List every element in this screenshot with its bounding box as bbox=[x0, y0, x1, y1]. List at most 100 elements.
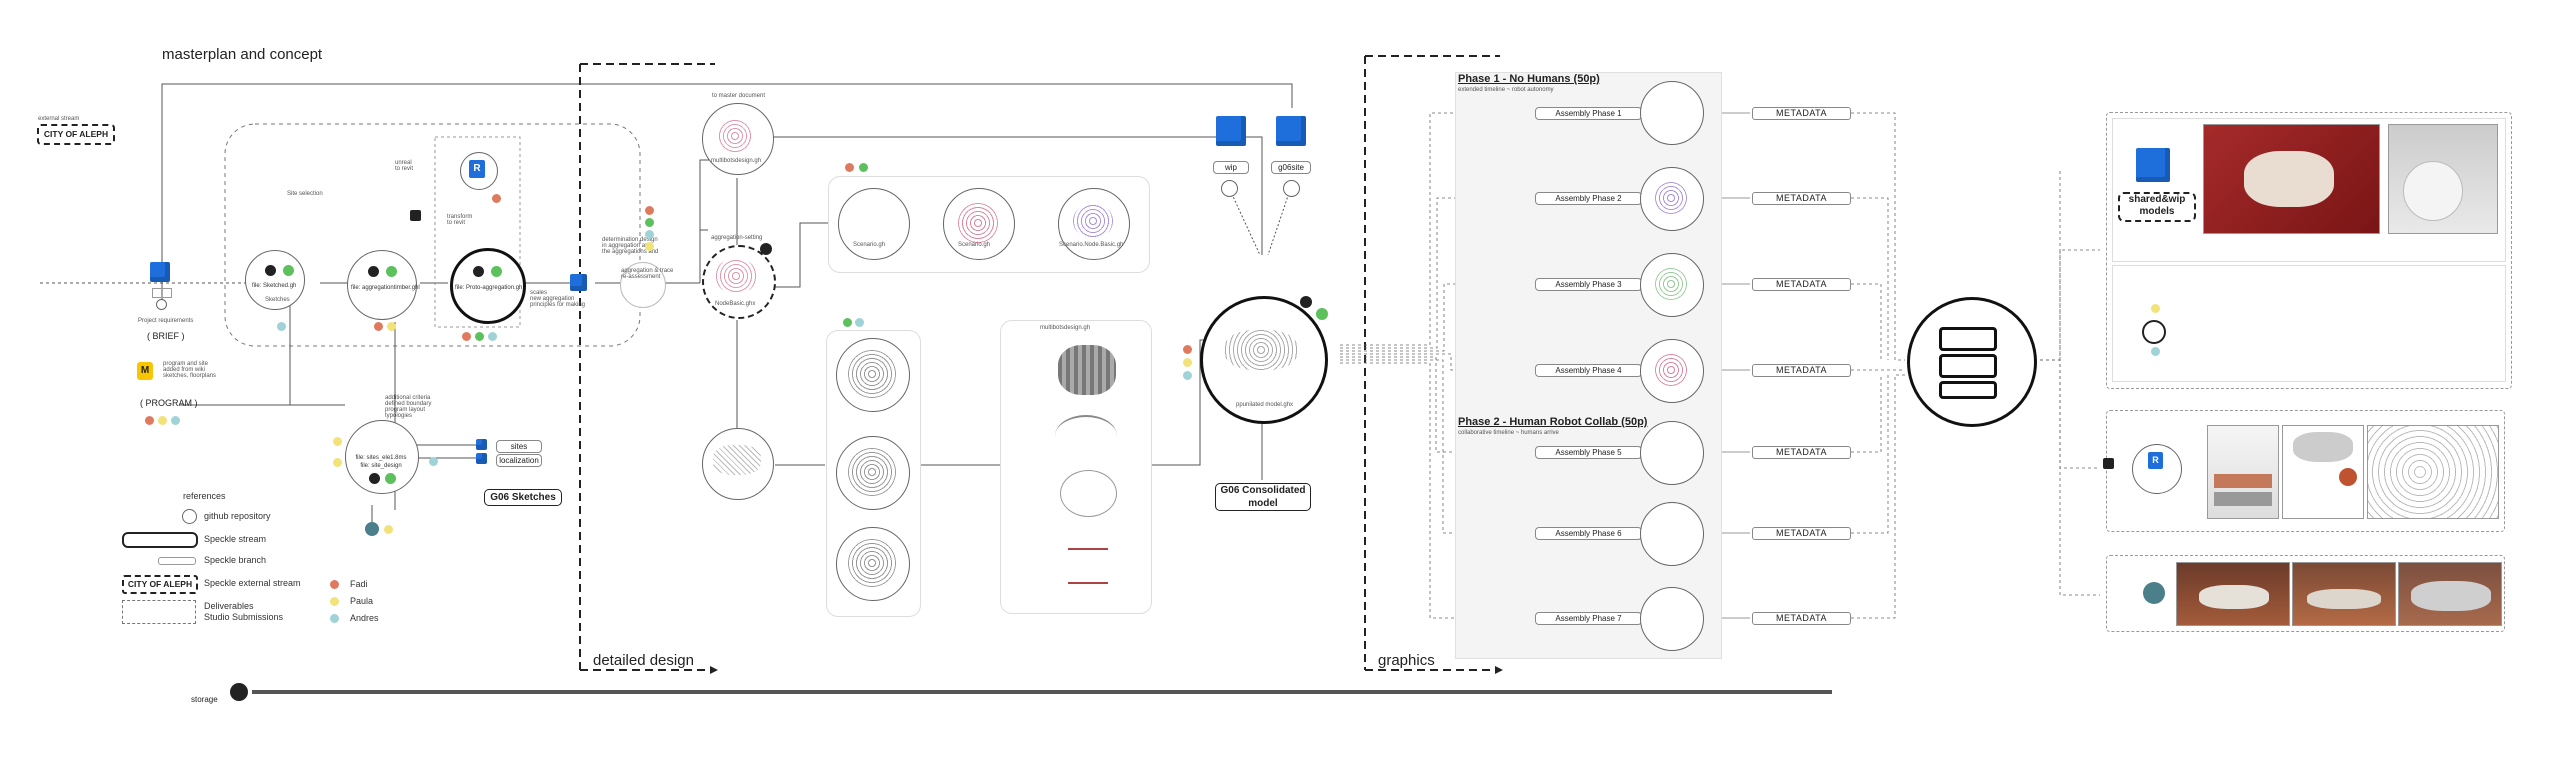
wip-stream-icon[interactable] bbox=[1216, 116, 1246, 146]
consolidated-caption: ppunilated model.ghx bbox=[1236, 402, 1294, 408]
sketched-node[interactable] bbox=[245, 250, 305, 310]
program-owner-dot bbox=[333, 437, 342, 446]
phase-preview-icon bbox=[1655, 182, 1687, 214]
wip-branch-pill[interactable]: wip bbox=[1213, 161, 1249, 174]
aggregation-node[interactable] bbox=[347, 250, 417, 320]
program-owner-dot bbox=[333, 458, 342, 467]
image-gallery-icon[interactable] bbox=[2143, 582, 2165, 604]
assembly-phase-6[interactable]: Assembly Phase 6 bbox=[1535, 527, 1642, 540]
github-icon bbox=[473, 266, 484, 277]
metadata-7[interactable]: METADATA bbox=[1752, 612, 1851, 625]
aggregation-preview-icon bbox=[717, 118, 753, 154]
gallery-thumbnail-2[interactable] bbox=[2292, 562, 2396, 626]
program-owner-dot bbox=[429, 457, 438, 466]
metadata-2[interactable]: METADATA bbox=[1752, 192, 1851, 205]
aggregation-owner-dot bbox=[387, 322, 396, 331]
assembly-phase-3[interactable]: Assembly Phase 3 bbox=[1535, 278, 1642, 291]
render-thumbnail-2[interactable] bbox=[2388, 124, 2498, 234]
scenario-node-1[interactable] bbox=[838, 188, 910, 260]
unreal-owner-dot bbox=[2151, 347, 2160, 356]
scenario-owner-dot bbox=[859, 163, 868, 172]
metadata-4[interactable]: METADATA bbox=[1752, 364, 1851, 377]
g06site-stream-icon[interactable] bbox=[1276, 116, 1306, 146]
proto-aggregation-node[interactable] bbox=[450, 248, 526, 324]
gallery-thumbnail-3[interactable] bbox=[2398, 562, 2502, 626]
shared-stream-icon[interactable] bbox=[2136, 148, 2170, 182]
scenario-node-2-label: Scenario.gh bbox=[958, 242, 991, 248]
grasshopper-icon bbox=[491, 266, 502, 277]
consolidated-model-node[interactable] bbox=[1200, 296, 1328, 424]
revit-icon: R bbox=[469, 160, 485, 178]
metadata-3[interactable]: METADATA bbox=[1752, 278, 1851, 291]
assembly-phase-2[interactable]: Assembly Phase 2 bbox=[1535, 192, 1642, 205]
scenario-preview-icon bbox=[958, 203, 998, 243]
localization-pill[interactable]: localization bbox=[496, 454, 542, 467]
revit-icon: R bbox=[2148, 452, 2163, 469]
scenario-node-3-label: Scenario.Node.Basic.gh bbox=[1059, 242, 1124, 248]
shared-wip-models-stream[interactable]: shared&wip models bbox=[2118, 192, 2196, 222]
node-basic-note: aggregation-setting bbox=[711, 235, 763, 241]
drawing-thumbnail-1[interactable] bbox=[2207, 425, 2279, 519]
speckle-stream-icon[interactable] bbox=[570, 274, 587, 291]
brief-repo-circle[interactable] bbox=[156, 299, 167, 310]
phase-1-model-node[interactable] bbox=[1640, 81, 1704, 145]
metadata-5[interactable]: METADATA bbox=[1752, 446, 1851, 459]
unit-owner-dot bbox=[843, 318, 852, 327]
assembly-phase-7[interactable]: Assembly Phase 7 bbox=[1535, 612, 1642, 625]
gallery-thumbnail-1[interactable] bbox=[2176, 562, 2290, 626]
external-stream-caption: external stream bbox=[38, 116, 80, 122]
proto-owner-dot bbox=[475, 332, 484, 341]
grasshopper-icon bbox=[1316, 308, 1328, 320]
structure-preview-icon bbox=[713, 445, 761, 475]
assembly-phase-5[interactable]: Assembly Phase 5 bbox=[1535, 446, 1642, 459]
site-selection-note: Site selection bbox=[287, 191, 323, 197]
g06-consolidated-deliverable[interactable]: G06 Consolidated model bbox=[1215, 483, 1311, 511]
github-icon bbox=[368, 266, 379, 277]
legend-paula-dot bbox=[330, 597, 339, 606]
aggregation-owner-dot bbox=[645, 218, 654, 227]
unit-owner-dot bbox=[855, 318, 864, 327]
program-node[interactable] bbox=[345, 420, 419, 494]
city-of-aleph-external-stream[interactable]: CITY OF ALEPH bbox=[37, 124, 115, 145]
consolidated-owner-dot bbox=[1183, 345, 1192, 354]
site-owner-dot bbox=[384, 525, 393, 534]
github-link-icon bbox=[410, 210, 421, 221]
program-node-label-2: file: site_design bbox=[360, 463, 402, 469]
sketched-owner-dot bbox=[277, 322, 286, 331]
drawing-thumbnail-2[interactable] bbox=[2282, 425, 2364, 519]
speckle-stream-icon[interactable] bbox=[150, 262, 170, 282]
render-thumbnail-1[interactable] bbox=[2203, 124, 2380, 234]
github-storage-icon[interactable] bbox=[230, 683, 248, 701]
assembly-phase-4[interactable]: Assembly Phase 4 bbox=[1535, 364, 1642, 377]
g06site-repo-circle[interactable] bbox=[1283, 180, 1300, 197]
dome-exploded-icon bbox=[1055, 415, 1117, 457]
sites-pill[interactable]: sites bbox=[496, 440, 542, 453]
g06-consolidated-line1: G06 Consolidated bbox=[1220, 485, 1306, 496]
speckle-stream-icon[interactable] bbox=[476, 439, 487, 450]
server-node[interactable] bbox=[1907, 297, 2037, 427]
aggregation-preview-node[interactable] bbox=[620, 262, 666, 308]
brief-label: ( BRIEF ) bbox=[147, 331, 185, 341]
speckle-stream-icon[interactable] bbox=[476, 453, 487, 464]
aggregation-owner-dot bbox=[374, 322, 383, 331]
metadata-1[interactable]: METADATA bbox=[1752, 107, 1851, 120]
andres-dot bbox=[171, 416, 180, 425]
phase-5-model-node[interactable] bbox=[1640, 421, 1704, 485]
g06site-branch-pill[interactable]: g06site bbox=[1271, 161, 1311, 174]
miro-icon[interactable]: M bbox=[137, 362, 153, 380]
node-basic-preview-icon bbox=[715, 258, 757, 294]
metadata-6[interactable]: METADATA bbox=[1752, 527, 1851, 540]
g06-sketches-deliverable[interactable]: G06 Sketches bbox=[484, 489, 562, 506]
wip-repo-circle[interactable] bbox=[1221, 180, 1238, 197]
phase-7-model-node[interactable] bbox=[1640, 587, 1704, 651]
unreal-icon[interactable] bbox=[2142, 320, 2166, 344]
phase-6-model-node[interactable] bbox=[1640, 502, 1704, 566]
drawing-thumbnail-3[interactable] bbox=[2367, 425, 2499, 519]
aggregation-node-label: file: aggregationtimber.ghl bbox=[351, 285, 420, 291]
graphics-section-title: graphics bbox=[1378, 652, 1435, 669]
project-requirements-note: Project requirements bbox=[138, 318, 194, 324]
pod-render-icon bbox=[1058, 345, 1116, 395]
assembly-phase-1[interactable]: Assembly Phase 1 bbox=[1535, 107, 1642, 120]
